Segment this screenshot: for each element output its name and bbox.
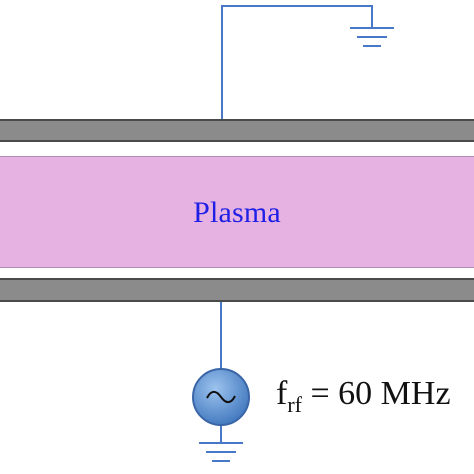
ac-source-icon [192, 368, 250, 426]
frequency-subscript: rf [287, 392, 302, 417]
top-wire [221, 5, 373, 119]
ground-icon [350, 27, 394, 47]
bottom-electrode [0, 278, 474, 302]
plasma-region: Plasma [0, 156, 474, 268]
frequency-symbol: f [276, 375, 288, 412]
top-electrode [0, 119, 474, 142]
ground-icon [199, 442, 243, 462]
frequency-value: = 60 MHz [301, 375, 451, 412]
plasma-label: Plasma [193, 196, 281, 229]
frequency-label: frf = 60 MHz [276, 375, 451, 418]
